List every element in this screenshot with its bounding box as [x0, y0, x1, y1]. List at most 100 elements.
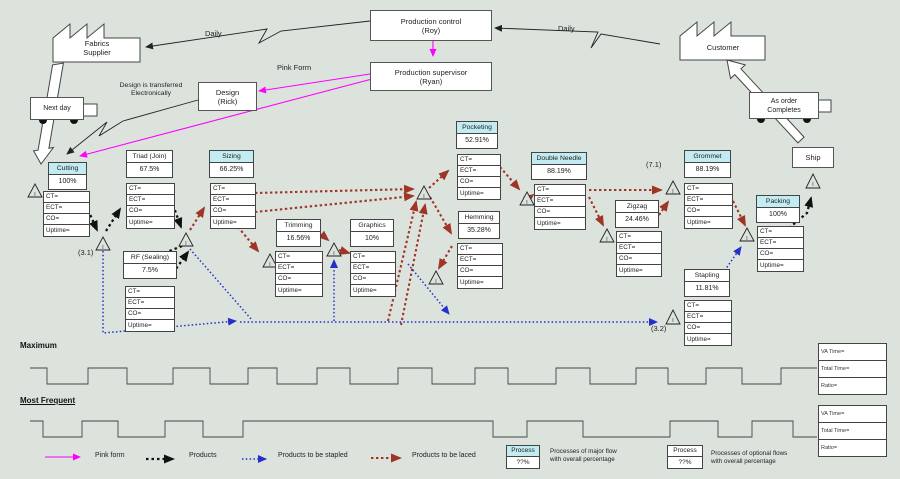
process-rf-sealing-databox: CT= ECT= CO= Uptime= — [125, 286, 175, 332]
process-percent: 100% — [48, 175, 87, 190]
process-zigzag: Zigzag 24.46% — [615, 200, 659, 228]
legend-laced-label: Products to be laced — [412, 452, 476, 459]
process-sizing-databox: CT= ECT= CO= Uptime= — [210, 183, 256, 229]
process-zigzag-databox: CT= ECT= CO= Uptime= — [616, 231, 662, 277]
process-percent: 88.19% — [531, 165, 587, 180]
field-ect: ECT= — [458, 166, 500, 177]
ship-box: Ship — [792, 147, 834, 168]
process-title: Stapling — [684, 269, 730, 282]
truck-cab-left — [81, 103, 98, 117]
field-ect: ECT= — [685, 312, 731, 323]
va-time-field: VA Time= — [819, 406, 886, 423]
timeline-maximum-wave — [30, 367, 817, 385]
process-percent: 24.46% — [615, 213, 659, 228]
process-grommet-databox: CT= ECT= CO= Uptime= — [684, 183, 733, 229]
process-title: Hemming — [458, 211, 500, 224]
customer-label: Customer — [706, 43, 740, 52]
field-co: CO= — [458, 266, 502, 277]
pink-form-label: Pink Form — [277, 63, 312, 72]
annotation-7-1: (7.1) — [646, 160, 662, 169]
process-percent: 7.5% — [123, 264, 177, 279]
field-co: CO= — [351, 274, 395, 285]
process-percent: 52.91% — [456, 134, 498, 149]
process-triad-databox: CT= ECT= CO= Uptime= — [126, 183, 175, 229]
legend-major-process-box: Process ??% — [506, 445, 540, 469]
summary-box-maximum: VA Time= Total Time= Ratio= — [818, 343, 887, 395]
pink-arrow-supervisor-to-design — [258, 73, 371, 94]
field-co: CO= — [617, 254, 661, 265]
field-ect: ECT= — [126, 298, 174, 309]
process-pocketing-databox: CT= ECT= CO= Uptime= — [457, 154, 501, 200]
field-ect: ECT= — [127, 195, 174, 206]
field-uptime: Uptime= — [353, 287, 377, 294]
process-title: Double Needle — [531, 152, 587, 165]
process-title: Zigzag — [615, 200, 659, 213]
process-percent: 88.19% — [684, 163, 731, 178]
process-title: RF (Sealing) — [123, 251, 177, 264]
production-supervisor-box: Production supervisor (Ryan) — [370, 62, 492, 91]
process-hemming-databox: CT= ECT= CO= Uptime= — [457, 243, 503, 289]
field-uptime: Uptime= — [537, 220, 561, 227]
process-graphics-databox: CT= ECT= CO= Uptime= — [350, 251, 396, 297]
process-double-needle: Double Needle 88.19% — [531, 152, 587, 180]
legend-major-desc: Processes of major flow with overall per… — [550, 448, 617, 463]
field-uptime: Uptime= — [278, 287, 302, 294]
field-co: CO= — [535, 207, 585, 218]
process-percent: 66.25% — [209, 163, 254, 178]
process-title: Grommet — [684, 150, 731, 163]
legend-optional-desc: Processes of optional flows with overall… — [711, 450, 788, 465]
process-percent: 10% — [350, 232, 394, 247]
field-ct: CT= — [535, 185, 585, 196]
process-percent: 11.81% — [684, 282, 730, 297]
svg-text:I: I — [746, 236, 747, 242]
process-double-needle-databox: CT= ECT= CO= Uptime= — [534, 184, 586, 230]
field-ct: CT= — [685, 184, 732, 195]
svg-text:I: I — [526, 200, 527, 206]
customer-factory-icon — [679, 20, 766, 61]
process-hemming: Hemming 35.28% — [458, 211, 500, 239]
field-co: CO= — [276, 274, 322, 285]
field-co: CO= — [44, 214, 89, 225]
field-uptime: Uptime= — [687, 219, 711, 226]
field-ct: CT= — [276, 252, 322, 263]
svg-text:I: I — [435, 279, 436, 285]
field-ct: CT= — [44, 192, 89, 203]
svg-text:I: I — [423, 194, 424, 200]
process-triad: Triad (Join) 67.5% — [126, 150, 173, 178]
field-ct: CT= — [351, 252, 395, 263]
stapled-flow-arrows — [102, 246, 742, 334]
field-uptime: Uptime= — [687, 336, 711, 343]
process-title: Pocketing — [456, 121, 498, 134]
info-arrow-control-to-supplier — [145, 20, 371, 50]
field-ct: CT= — [758, 227, 803, 238]
process-title: Graphics — [350, 219, 394, 232]
process-title: Sizing — [209, 150, 254, 163]
field-ect: ECT= — [276, 263, 322, 274]
field-co: CO= — [685, 323, 731, 334]
process-sizing: Sizing 66.25% — [209, 150, 254, 178]
svg-text:I: I — [672, 189, 673, 195]
field-ct: CT= — [127, 184, 174, 195]
annotation-3-2: (3.2) — [651, 324, 667, 333]
process-stapling: Stapling 11.81% — [684, 269, 730, 297]
field-co: CO= — [685, 206, 732, 217]
svg-text:I: I — [672, 318, 673, 324]
process-packing-databox: CT= ECT= CO= Uptime= — [757, 226, 804, 272]
laced-flow-arrows — [189, 166, 746, 326]
design-box: Design (Rick) — [198, 82, 257, 111]
va-time-field: VA Time= — [819, 344, 886, 361]
field-co: CO= — [758, 249, 803, 260]
process-grommet: Grommet 88.19% — [684, 150, 731, 178]
field-uptime: Uptime= — [619, 267, 643, 274]
timeline-mostfrequent-wave — [30, 420, 817, 438]
next-day-truck-box: Next day — [30, 97, 84, 120]
field-uptime: Uptime= — [460, 190, 484, 197]
daily-label-right: Daily — [558, 24, 575, 33]
process-percent: 67.5% — [126, 163, 173, 178]
summary-box-mostfrequent: VA Time= Total Time= Ratio= — [818, 405, 887, 457]
process-rf-sealing: RF (Sealing) 7.5% — [123, 251, 177, 279]
field-uptime: Uptime= — [460, 279, 484, 286]
svg-text:I: I — [185, 241, 186, 247]
svg-text:I: I — [269, 262, 270, 268]
